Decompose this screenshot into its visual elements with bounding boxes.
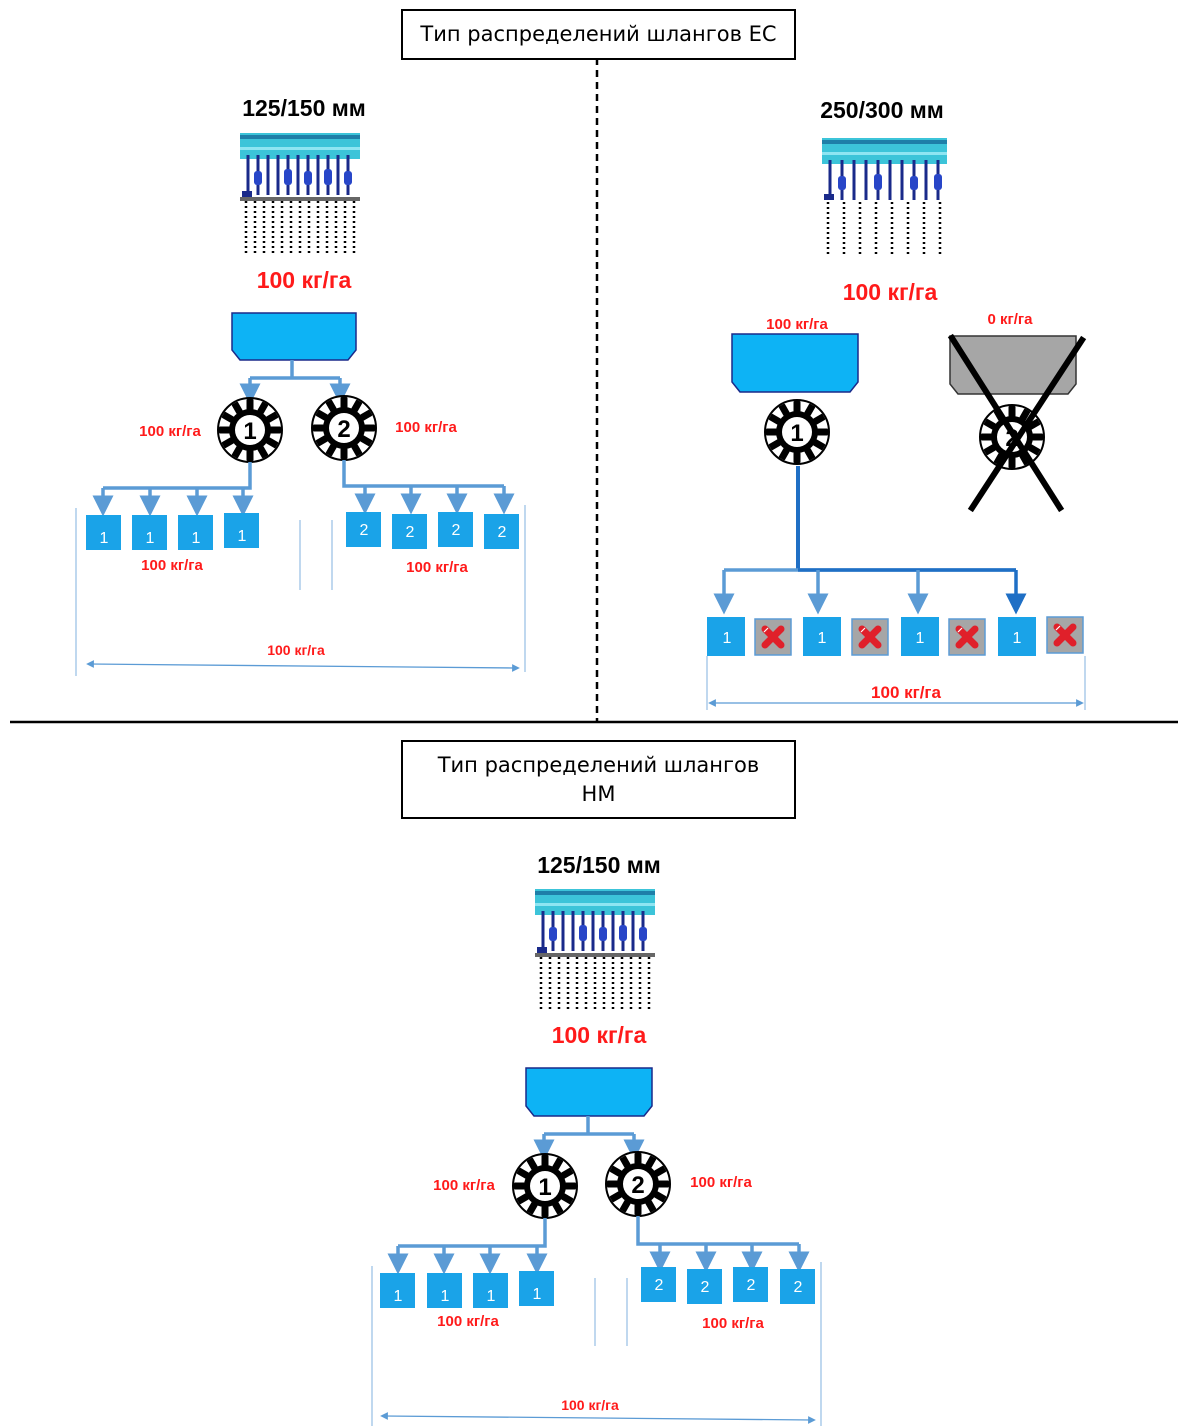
hm-gear2-rate: 100 кг/га xyxy=(690,1174,752,1191)
outlet-label: 2 xyxy=(747,1277,756,1294)
outlet-label: 1 xyxy=(533,1286,542,1303)
outlet-label: 1 xyxy=(487,1288,496,1305)
outlet-label: 2 xyxy=(406,524,415,541)
outlet-label: 1 xyxy=(192,530,201,547)
hm-gear1-rate: 100 кг/га xyxy=(433,1177,495,1194)
hopper-icon xyxy=(231,312,357,361)
hopper-icon xyxy=(731,333,859,393)
hm-rate: 100 кг/га xyxy=(552,1022,647,1048)
ec-right-outlets: 1 1 1 1 xyxy=(707,617,1083,656)
hm-outlets: 1 1 1 1 2 2 2 2 xyxy=(380,1267,815,1308)
outlet-label: 2 xyxy=(794,1279,803,1296)
hm-title-frame: Тип распределений шлангов HM xyxy=(401,740,796,819)
ec-left-gear2-label: 2 xyxy=(337,416,350,443)
ec-right-gear1-label: 1 xyxy=(790,420,803,447)
outlet-label: 2 xyxy=(452,522,461,539)
ec-title: Тип распределений шлангов EC xyxy=(420,22,777,47)
seed-drill-icon xyxy=(238,131,362,257)
outlet-label: 1 xyxy=(1013,630,1022,647)
seed-drill-icon xyxy=(820,136,949,258)
outlet-label: 2 xyxy=(360,522,369,539)
cross-icon xyxy=(947,333,1087,513)
ec-left-panel: 125/150 мм 100 кг/га 1 2 100 кг/га 100 к… xyxy=(75,95,526,676)
cross-icon xyxy=(1047,617,1083,653)
hm-group2-rate: 100 кг/га xyxy=(702,1315,764,1332)
outlet-label: 1 xyxy=(723,630,732,647)
hm-group1-rate: 100 кг/га xyxy=(437,1313,499,1330)
outlet-label: 1 xyxy=(916,630,925,647)
outlet-label: 1 xyxy=(818,630,827,647)
hm-heading: 125/150 мм xyxy=(537,852,661,878)
cross-icon xyxy=(755,619,791,655)
ec-left-rate: 100 кг/га xyxy=(257,267,352,293)
hm-gear2-label: 2 xyxy=(631,1172,644,1199)
ec-left-group2-rate: 100 кг/га xyxy=(406,559,468,576)
seed-drill-icon xyxy=(533,887,657,1013)
ec-left-gear1-rate: 100 кг/га xyxy=(139,423,201,440)
outlet-label: 1 xyxy=(441,1288,450,1305)
hm-gear1-label: 1 xyxy=(538,1174,551,1201)
outlet-label: 1 xyxy=(100,530,109,547)
outlet-label: 1 xyxy=(146,530,155,547)
ec-right-rate: 100 кг/га xyxy=(843,279,938,305)
ec-right-heading: 250/300 мм xyxy=(820,97,944,123)
hopper-icon xyxy=(525,1067,653,1117)
outlet-label: 1 xyxy=(238,528,247,545)
outlet-label: 2 xyxy=(701,1279,710,1296)
ec-left-group1-rate: 100 кг/га xyxy=(141,557,203,574)
hm-title-line2: HM xyxy=(581,781,616,806)
hm-total-rate: 100 кг/га xyxy=(561,1397,619,1413)
ec-left-gear1-label: 1 xyxy=(243,418,256,445)
cross-icon xyxy=(949,619,985,655)
hm-title-line1: Тип распределений шлангов xyxy=(437,753,760,778)
outlet-label: 2 xyxy=(498,524,507,541)
ec-title-frame: Тип распределений шлангов EC xyxy=(401,9,796,60)
cross-icon xyxy=(852,619,888,655)
ec-right-hopper1-rate: 100 кг/га xyxy=(766,316,828,333)
outlet-label: 1 xyxy=(394,1288,403,1305)
ec-left-heading: 125/150 мм xyxy=(242,95,366,121)
ec-left-gear2-rate: 100 кг/га xyxy=(395,419,457,436)
ec-left-total-rate: 100 кг/га xyxy=(267,642,325,658)
ec-right-total-rate: 100 кг/га xyxy=(871,683,941,702)
hm-panel: 125/150 мм 100 кг/га 1 2 100 кг/га 100 к… xyxy=(371,852,822,1426)
ec-right-hopper2-rate: 0 кг/га xyxy=(987,311,1033,328)
ec-right-panel: 250/300 мм 100 кг/га 100 кг/га 0 кг/га 1… xyxy=(706,97,1087,710)
outlet-label: 2 xyxy=(655,1277,664,1294)
ec-left-outlets: 1 1 1 1 2 2 2 2 xyxy=(86,512,519,550)
